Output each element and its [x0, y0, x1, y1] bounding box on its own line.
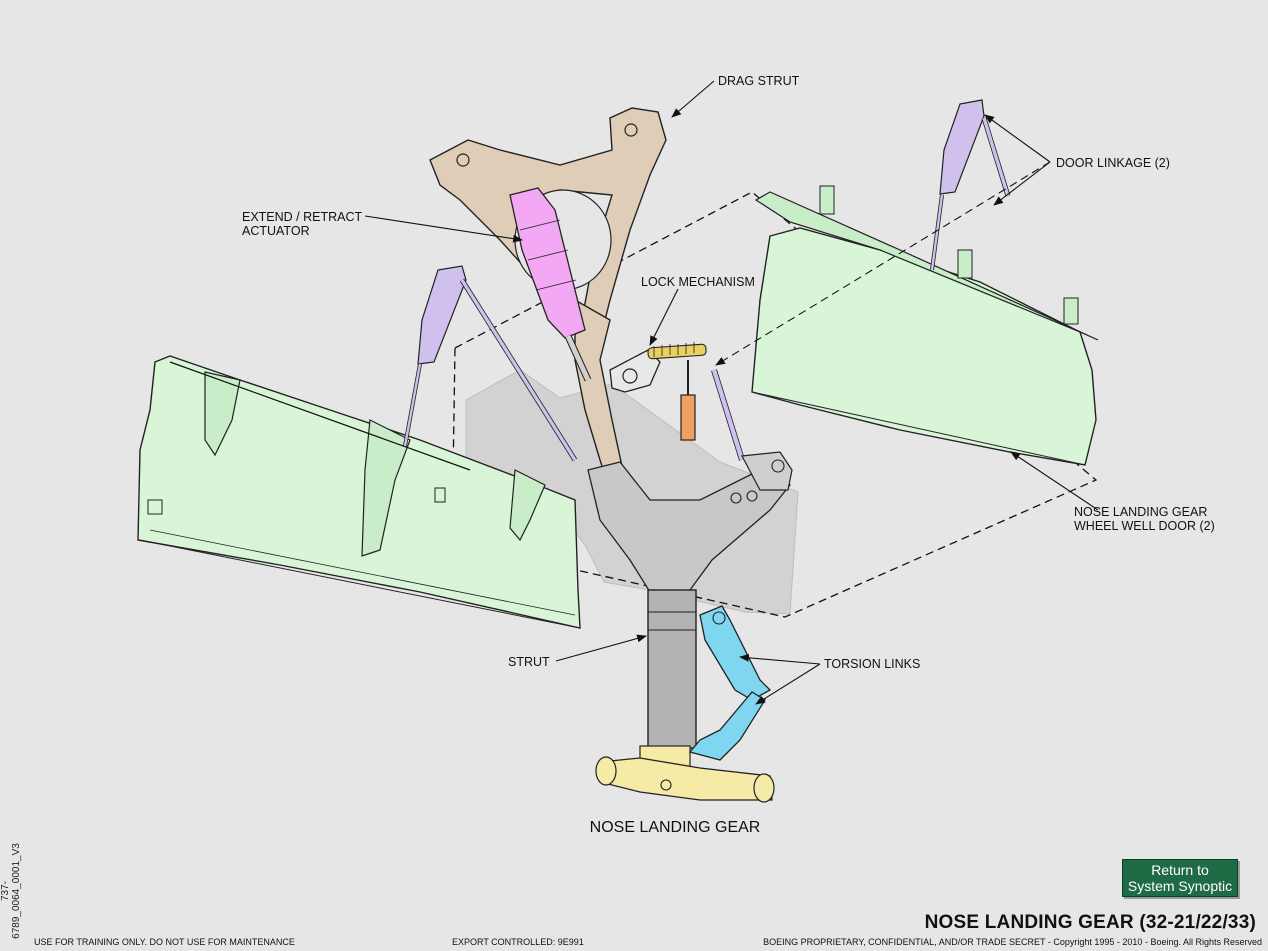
label-lock-mechanism: LOCK MECHANISM: [641, 275, 755, 289]
nose-landing-gear-diagram: DRAG STRUT DOOR LINKAGE (2) EXTEND / RET…: [137, 74, 1215, 836]
side-id: 737-6789_0064_0001_V3: [0, 843, 22, 939]
label-wheel-well-door-line1: NOSE LANDING GEAR: [1074, 505, 1207, 519]
leader-lines: [364, 80, 1099, 705]
return-button-line2: System Synoptic: [1127, 878, 1233, 894]
main-strut: [639, 589, 697, 769]
trunnion-housing: [587, 451, 793, 593]
extend-retract-actuator: [509, 187, 592, 382]
footer-copyright: BOEING PROPRIETARY, CONFIDENTIAL, AND/OR…: [763, 937, 1262, 947]
page-title: NOSE LANDING GEAR (32-21/22/33): [924, 912, 1256, 933]
footer-training-notice: USE FOR TRAINING ONLY. DO NOT USE FOR MA…: [34, 937, 295, 947]
torsion-links: [688, 605, 772, 761]
label-actuator-line2: ACTUATOR: [242, 224, 310, 238]
axle: [595, 756, 775, 803]
label-strut: STRUT: [508, 655, 550, 669]
right-wheel-well-door: [751, 185, 1099, 466]
diagram-caption: NOSE LANDING GEAR: [590, 819, 761, 836]
left-wheel-well-door: [137, 355, 581, 629]
label-actuator-line1: EXTEND / RETRACT: [242, 210, 363, 224]
right-door-linkage: [711, 99, 1011, 461]
label-wheel-well-door-line2: WHEEL WELL DOOR (2): [1074, 519, 1215, 533]
return-button-line1: Return to: [1151, 862, 1209, 878]
label-torsion-links: TORSION LINKS: [824, 657, 920, 671]
label-door-linkage: DOOR LINKAGE (2): [1056, 156, 1170, 170]
lock-mechanism: [609, 342, 707, 441]
footer-export-notice: EXPORT CONTROLLED: 9E991: [452, 937, 584, 947]
left-door-linkage: [403, 265, 578, 462]
return-to-system-synoptic-button[interactable]: Return to System Synoptic: [1122, 859, 1238, 897]
label-drag-strut: DRAG STRUT: [718, 74, 800, 88]
